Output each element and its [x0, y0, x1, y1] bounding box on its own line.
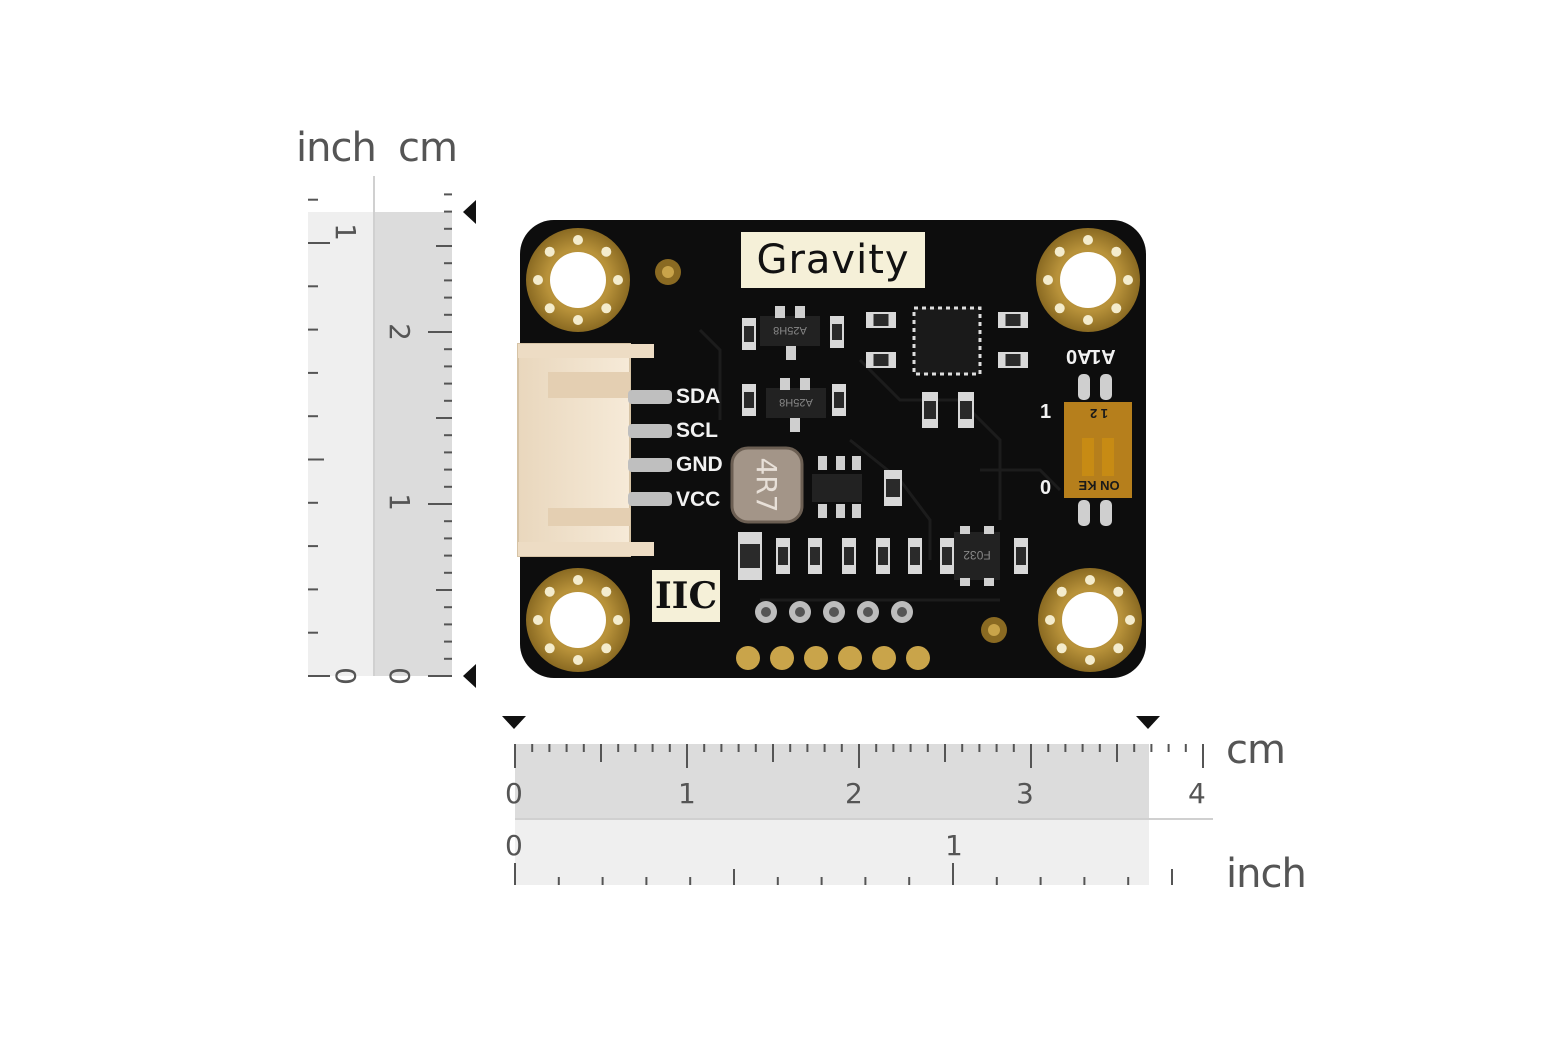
switch-marking: ON KE	[1078, 478, 1120, 493]
address-label-a1: A1	[1090, 345, 1116, 367]
inductor-marking: 4R7	[750, 457, 784, 513]
address-label-a0: A0	[1066, 345, 1092, 367]
pin-label-sda: SDA	[676, 385, 721, 408]
h-inch-tick-0: 0	[505, 829, 523, 862]
bottom-arrow-icon	[463, 664, 476, 688]
pin-label-scl: SCL	[676, 419, 718, 442]
vertical-cm-label: cm	[398, 125, 458, 171]
switch-numbers: 1 2	[1089, 406, 1109, 421]
h-cm-tick-0: 0	[505, 777, 523, 810]
left-arrow-icon	[502, 716, 526, 729]
switch-state-0: 0	[1040, 477, 1052, 499]
chip-marking-1: A25H8	[773, 324, 807, 336]
interface-label: IIC	[654, 575, 718, 617]
h-cm-tick-3: 3	[1016, 777, 1034, 810]
brand-logo: Gravity	[756, 237, 910, 283]
right-arrow-icon	[1136, 716, 1160, 729]
h-cm-tick-4: 4	[1188, 777, 1206, 810]
chip-marking-2: A25H8	[779, 396, 813, 408]
horizontal-cm-label: cm	[1226, 727, 1286, 773]
pin-label-gnd: GND	[676, 453, 723, 476]
horizontal-inch-label: inch	[1226, 851, 1307, 897]
pin-label-vcc: VCC	[676, 488, 721, 511]
h-cm-tick-2: 2	[845, 777, 863, 810]
top-arrow-icon	[463, 200, 476, 224]
ic-marking: F032	[963, 548, 991, 562]
h-cm-tick-1: 1	[678, 777, 696, 810]
vertical-inch-label: inch	[296, 125, 377, 171]
h-inch-tick-1: 1	[945, 829, 963, 862]
switch-state-1: 1	[1040, 401, 1052, 423]
